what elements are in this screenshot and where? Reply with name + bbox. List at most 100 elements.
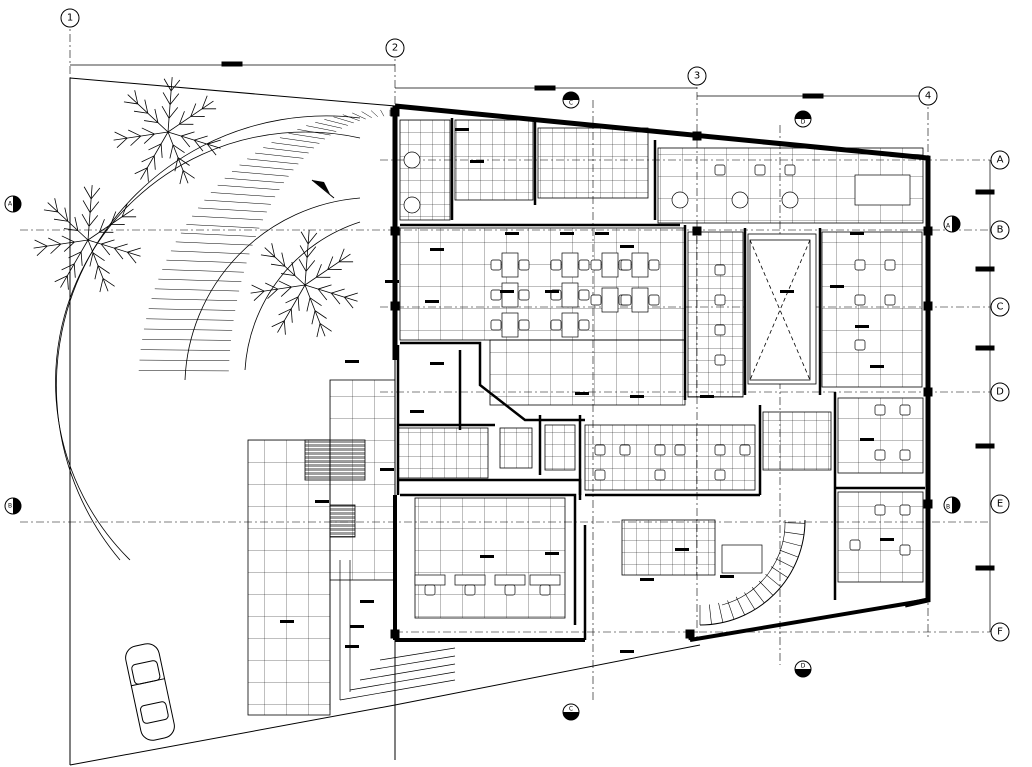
round-table — [671, 191, 689, 209]
round-table — [731, 191, 749, 209]
svg-text:2: 2 — [392, 43, 398, 54]
chair — [578, 319, 590, 331]
chair — [464, 584, 476, 596]
curved-ramp — [55, 109, 391, 561]
section-marker-top-c: C — [562, 91, 580, 109]
curved-stair — [699, 519, 806, 626]
desk — [501, 252, 519, 278]
grid-bubble-col-1: 1 — [60, 8, 80, 28]
desk — [414, 574, 446, 586]
svg-text:C: C — [569, 706, 573, 713]
chair — [714, 164, 726, 176]
grid-bubble-row-a: A — [990, 150, 1010, 170]
chair — [590, 294, 602, 306]
svg-text:F: F — [997, 627, 1003, 638]
chair — [648, 294, 660, 306]
grid-bubble-row-f: F — [990, 622, 1010, 642]
chair — [874, 504, 886, 516]
section-marker-right-a: A — [943, 215, 961, 233]
svg-text:E: E — [997, 499, 1003, 510]
furniture — [403, 151, 911, 596]
chair — [854, 259, 866, 271]
label-bar — [455, 128, 469, 131]
chair — [874, 449, 886, 461]
chair — [590, 259, 602, 271]
chair — [884, 294, 896, 306]
chair — [854, 294, 866, 306]
annotation-marks — [280, 128, 894, 653]
chair — [518, 289, 530, 301]
chair — [714, 444, 726, 456]
svg-text:C: C — [997, 302, 1004, 313]
label-bar — [675, 548, 689, 551]
label-bar — [545, 552, 559, 555]
chair — [490, 289, 502, 301]
label-bar — [640, 578, 654, 581]
desk — [561, 252, 579, 278]
chair — [424, 584, 436, 596]
label-bar — [860, 438, 874, 441]
chair — [714, 469, 726, 481]
label-bar — [560, 232, 574, 235]
label-bar — [425, 300, 439, 303]
label-bar — [360, 600, 374, 603]
desk — [529, 574, 561, 586]
chair — [619, 444, 631, 456]
car-symbol — [125, 643, 175, 741]
chair — [518, 319, 530, 331]
label-bar — [430, 248, 444, 251]
round-table — [403, 196, 421, 214]
grid-bubble-col-2: 2 — [385, 38, 405, 58]
desk — [631, 287, 649, 313]
svg-text:D: D — [801, 119, 806, 126]
chair — [578, 289, 590, 301]
label-bar — [430, 362, 444, 365]
chair — [504, 584, 516, 596]
svg-text:D: D — [996, 387, 1004, 398]
round-table — [781, 191, 799, 209]
svg-text:A: A — [8, 201, 13, 208]
label-bar — [385, 280, 399, 283]
label-bar — [850, 232, 864, 235]
chair — [518, 259, 530, 271]
label-bar — [595, 232, 609, 235]
section-marker-left-b: B — [4, 497, 22, 515]
desk — [454, 574, 486, 586]
desk — [561, 282, 579, 308]
chair — [714, 264, 726, 276]
section-marker-bottom-c: C — [562, 703, 580, 721]
dimension-lines — [70, 61, 995, 632]
grid-bubble-row-c: C — [990, 297, 1010, 317]
chair — [648, 259, 660, 271]
svg-text:D: D — [801, 663, 806, 670]
label-bar — [280, 620, 294, 623]
svg-text:4: 4 — [925, 91, 931, 102]
label-bar — [830, 285, 844, 288]
grid-bubble-row-e: E — [990, 494, 1010, 514]
chair — [849, 539, 861, 551]
label-bar — [315, 500, 329, 503]
grid-bubble-row-b: B — [990, 220, 1010, 240]
label-bar — [470, 160, 484, 163]
label-bar — [380, 468, 394, 471]
label-bar — [880, 538, 894, 541]
chair — [550, 259, 562, 271]
label-bar — [350, 625, 364, 628]
desk — [601, 287, 619, 313]
chair — [578, 259, 590, 271]
chair — [654, 469, 666, 481]
desk — [721, 544, 763, 574]
svg-text:C: C — [569, 100, 573, 107]
round-table — [403, 151, 421, 169]
chair — [594, 444, 606, 456]
svg-text:B: B — [946, 504, 950, 511]
chair — [490, 319, 502, 331]
chair — [620, 259, 632, 271]
chair — [874, 404, 886, 416]
chair — [899, 404, 911, 416]
label-bar — [855, 325, 869, 328]
chair — [714, 354, 726, 366]
label-bar — [545, 290, 559, 293]
desk — [501, 282, 519, 308]
